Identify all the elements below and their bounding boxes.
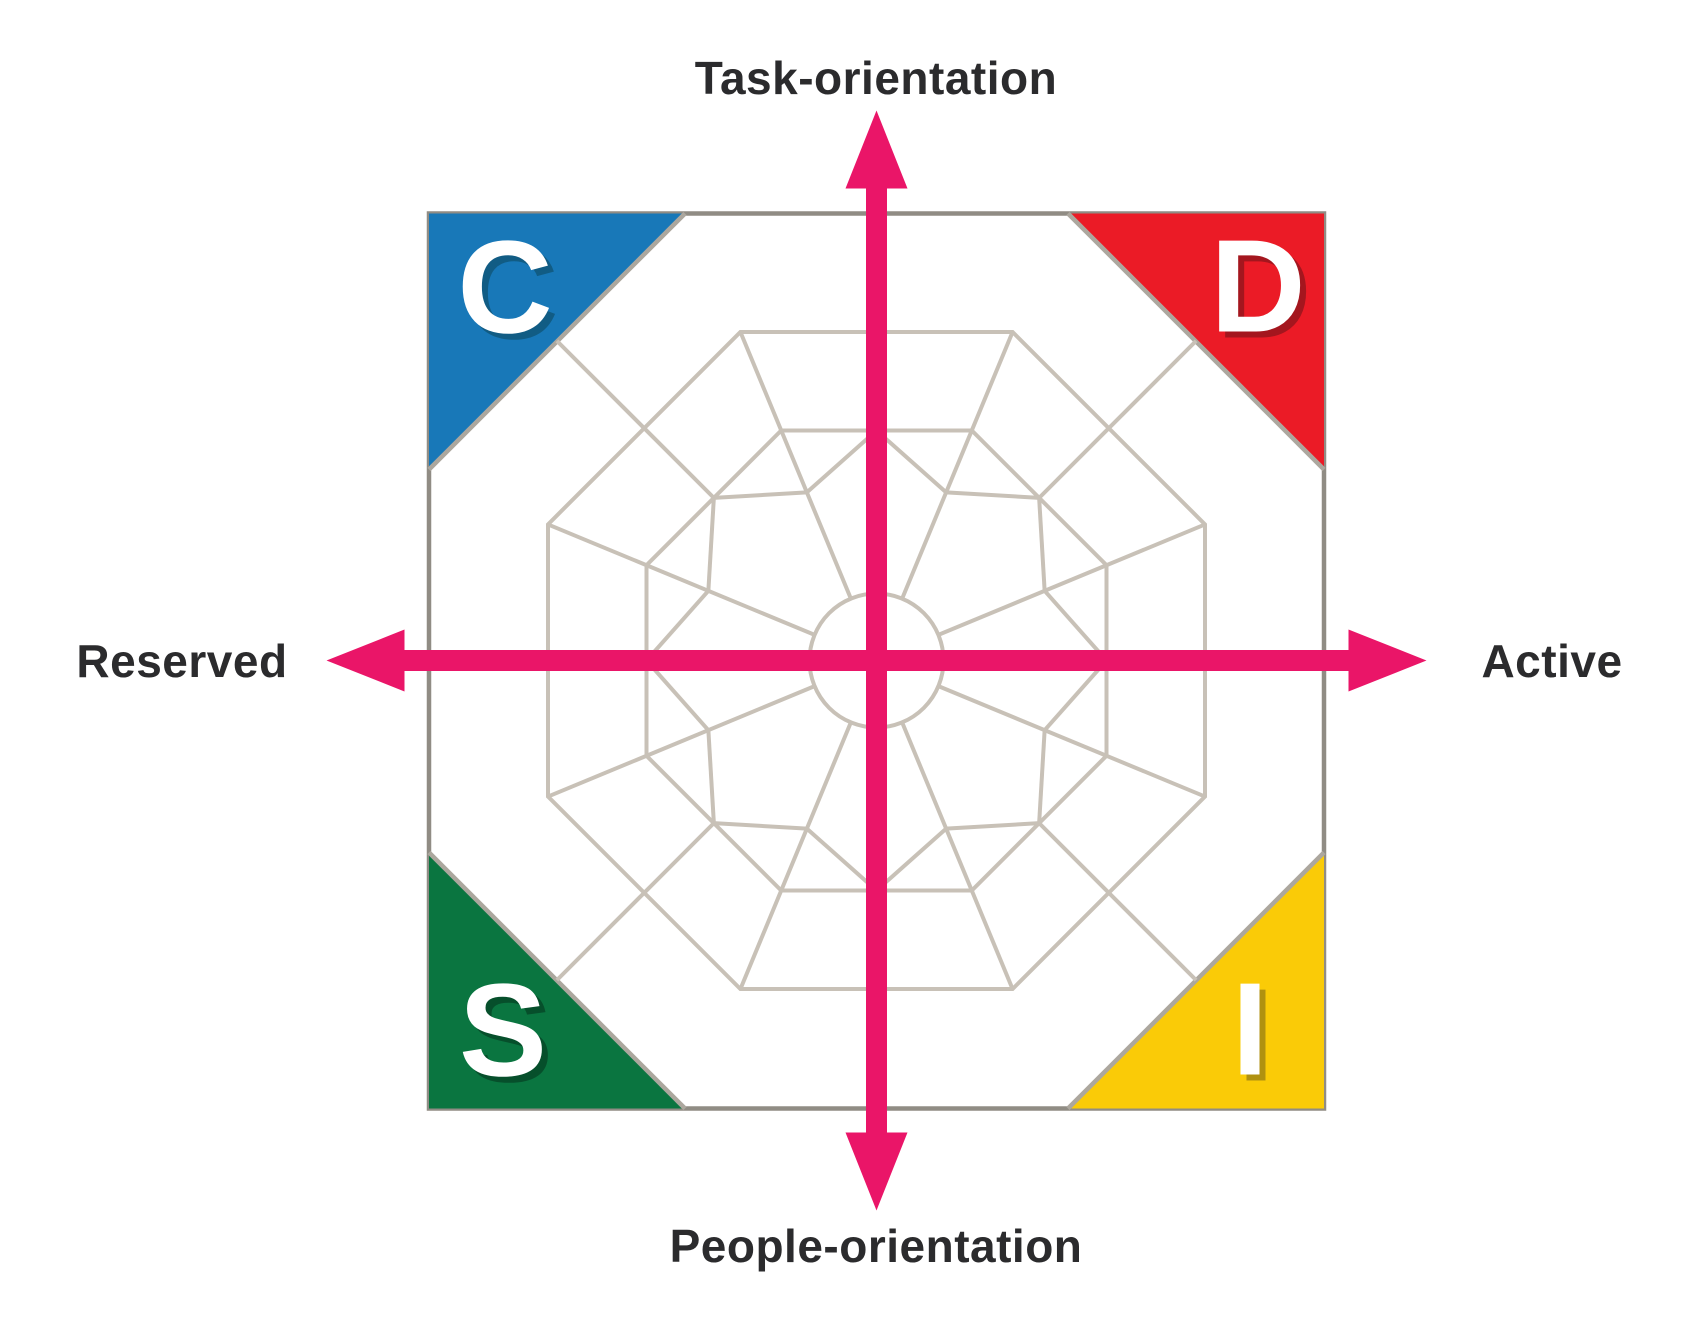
s-letter: S [459,957,547,1104]
web-chevron [1037,497,1047,591]
outer-octagon [546,330,1207,991]
web-half-spoke [555,821,716,982]
web-radial [937,684,1206,799]
s-letter-shadow: S [465,963,553,1110]
web-radial [738,721,853,990]
i-letter: I [1232,956,1269,1103]
web-radial [937,522,1206,637]
c-letter-shadow: C [463,220,558,367]
i-letter-shadow: I [1238,962,1275,1109]
quadrant-s-hypotenuse [427,850,687,1111]
web-radial [900,331,1015,600]
web-chevron [946,821,1040,831]
web-half-spoke [1037,339,1198,500]
web-chevron [713,490,807,500]
web-radial [547,522,816,637]
axis-label-people-orientation: People-orientation [670,1220,1083,1272]
d-letter: D [1210,213,1305,360]
web-chevron [713,821,807,831]
web-chevron [645,659,710,732]
quadrant-i-hypotenuse [1066,850,1326,1111]
c-letter: C [457,214,552,361]
web-chevron [706,730,716,824]
octagonal-web [424,208,1329,1113]
axis-labels: Task-orientation People-orientation Rese… [76,52,1622,1272]
axis-label-reserved: Reserved [76,635,287,687]
web-chevron [1043,659,1108,732]
web-chevron [875,827,948,892]
axis-label-active: Active [1481,635,1622,687]
web-chevron [805,429,878,494]
diagram-base-layers [326,110,1427,1211]
axis-label-task-orientation: Task-orientation [695,52,1057,104]
web-radial [738,331,853,600]
web-radial [547,684,816,799]
web-chevron [1037,730,1047,824]
web-chevron [706,497,716,591]
horizontal-axis-arrow [326,629,1427,692]
web-half-spoke [1037,821,1198,982]
web-half-spoke [555,339,716,500]
d-letter-shadow: D [1216,219,1311,366]
web-chevron [645,589,710,662]
web-chevron [805,827,878,892]
web-chevron [1043,589,1108,662]
web-chevron [875,429,948,494]
web-radial [900,721,1015,990]
quadrant-letters: C C D D S S I I [457,213,1311,1110]
web-chevron [946,490,1040,500]
